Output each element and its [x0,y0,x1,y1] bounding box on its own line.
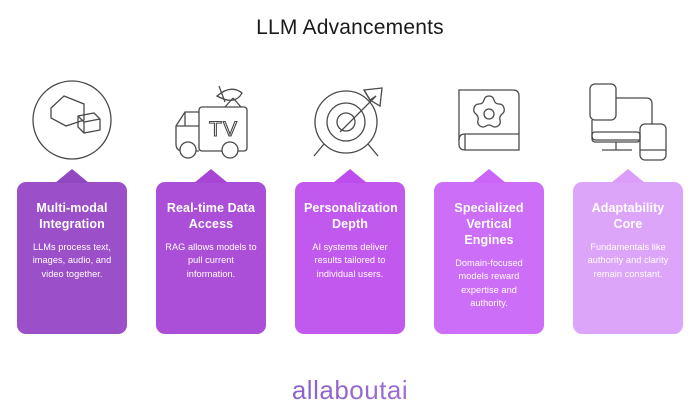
column-multi-modal-integration: Multi-modal Integration LLMs process tex… [17,68,127,350]
card-title: Personalization Depth [304,201,398,231]
card-body: LLMs process text, images, audio, and vi… [32,242,112,279]
card-real-time-data-access[interactable]: Real-time Data Access RAG allows models … [156,182,266,334]
card-body: Fundamentals like authority and clarity … [587,242,669,279]
broadcast-van-icon: T V [156,68,266,172]
cube-shapes-circle-icon [17,68,127,172]
column-specialized-vertical-engines: Specialized Vertical Engines Domain-focu… [434,68,544,350]
card-adaptability-core[interactable]: Adaptability Core Fundamentals like auth… [573,182,683,334]
card-body: AI systems deliver results tailored to i… [312,242,388,279]
book-gear-icon [434,68,544,172]
columns-container: Multi-modal Integration LLMs process tex… [17,68,683,350]
svg-text:T: T [209,118,222,141]
card-title: Real-time Data Access [166,201,256,231]
card-title: Multi-modal Integration [36,201,108,231]
card-body: Domain-focused models reward expertise a… [455,258,523,309]
column-adaptability-core: Adaptability Core Fundamentals like auth… [573,68,683,350]
connected-devices-icon [573,68,683,172]
target-arrow-icon [295,68,405,172]
column-real-time-data-access: T V Real-time Data Access RAG allows mod… [156,68,266,350]
card-title: Adaptability Core [591,201,665,231]
card-body: RAG allows models to pull current inform… [165,242,257,279]
column-personalization-depth: Personalization Depth AI systems deliver… [295,68,405,350]
card-specialized-vertical-engines[interactable]: Specialized Vertical Engines Domain-focu… [434,182,544,334]
card-personalization-depth[interactable]: Personalization Depth AI systems deliver… [295,182,405,334]
card-title: Specialized Vertical Engines [454,201,524,247]
page-title: LLM Advancements [256,16,444,39]
brand-logo: allaboutai [0,375,700,406]
card-multi-modal-integration[interactable]: Multi-modal Integration LLMs process tex… [17,182,127,334]
svg-text:V: V [223,118,237,141]
